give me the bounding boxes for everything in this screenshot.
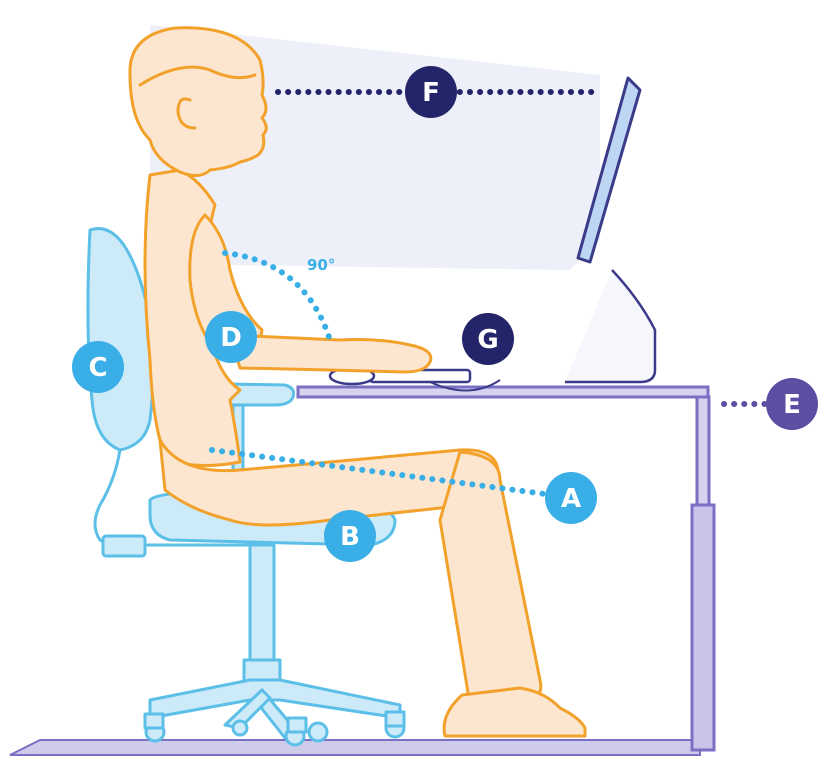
badge-g-label: G [477,325,498,355]
badge-a: A [545,472,597,524]
badge-a-label: A [561,484,581,514]
floor [10,740,700,755]
badge-c: C [72,341,124,393]
badge-b: B [324,510,376,562]
badge-f: F [405,66,457,118]
badge-d-label: D [220,323,242,353]
badge-c-label: C [88,353,107,383]
badge-b-label: B [340,522,360,552]
badge-g: G [462,313,514,365]
angle-label: 90° [307,256,335,274]
badge-e-label: E [783,390,801,420]
badge-d: D [205,311,257,363]
badge-e: E [766,378,818,430]
badge-f-label: F [422,78,440,108]
